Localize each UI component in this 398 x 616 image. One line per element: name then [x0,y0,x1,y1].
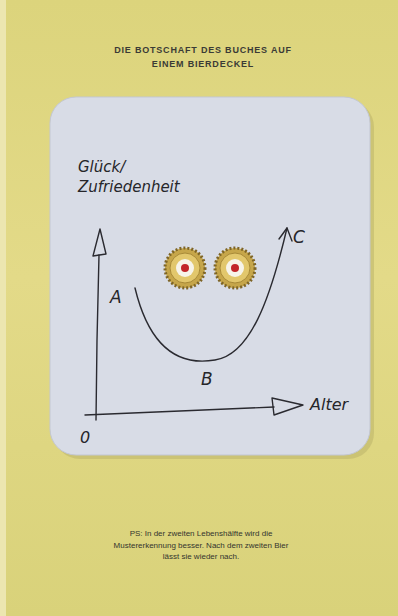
point-label: B [201,368,213,390]
y-axis-arrowhead [93,229,106,256]
axis-label: Glück/ Zufriedenheit [78,158,190,197]
x-axis-arrowhead [272,398,303,415]
cap-dot [181,264,189,272]
cap-face [220,253,250,283]
cap-center [176,259,194,277]
point-label: A [110,286,122,308]
bottle-cap [215,248,255,288]
axis-label: Alter [310,395,348,416]
cap-rim [165,248,205,288]
cap-face [170,253,200,283]
cap-dot [231,264,239,272]
point-label: C [293,226,305,248]
curve-arrowhead [279,228,292,241]
page-edge [0,0,6,616]
page-title: DIE BOTSCHAFT DES BUCHES AUF EINEM BIERD… [113,44,293,71]
y-axis [96,255,99,420]
beer-coaster [50,97,370,455]
x-axis [85,407,274,415]
origin-label: 0 [80,428,90,449]
caption: PS: In der zweiten Lebenshälfte wird die… [106,528,296,563]
bottle-cap [165,248,205,288]
happiness-curve [135,228,287,361]
cap-rim [215,248,255,288]
cap-center [226,259,244,277]
